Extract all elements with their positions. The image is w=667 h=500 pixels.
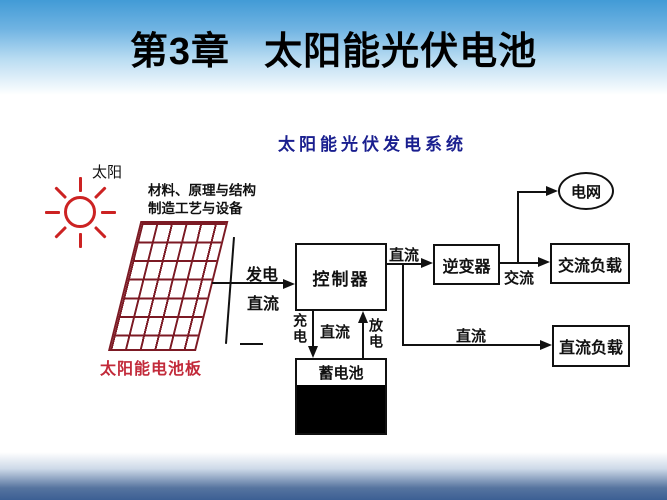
arrow-charge-down [308, 346, 318, 358]
wire-to-grid [517, 191, 549, 193]
label-generate: 发电 [246, 267, 279, 284]
arrow-into-controller [283, 279, 295, 289]
page-title: 第3章太阳能光伏电池 [0, 20, 667, 75]
diagram-title: 太阳能光伏发电系统 [278, 135, 467, 154]
wire-panel-second-terminal [224, 237, 235, 344]
materials-line2: 制造工艺与设备 [148, 201, 243, 216]
arrow-into-dc-load [540, 340, 552, 350]
arrow-into-grid [546, 186, 558, 196]
sun-ray [93, 185, 107, 199]
solar-panel-label: 太阳能电池板 [100, 361, 203, 378]
materials-annotation: 材料、原理与结构 制造工艺与设备 [148, 182, 256, 218]
label-dc-from-panel: 直流 [247, 296, 280, 313]
sun-ray [44, 210, 60, 214]
sun-ray [78, 176, 82, 192]
arrow-into-inverter [421, 258, 433, 268]
power-grid-ellipse: 电网 [558, 172, 614, 210]
wire-dc-to-dc-load [402, 344, 542, 346]
wire-discharge [362, 320, 364, 359]
sun-ray [78, 232, 82, 248]
title-main: 太阳能光伏电池 [264, 31, 538, 73]
wire-ac-branch-up [517, 191, 519, 264]
arrow-into-ac-load [538, 257, 550, 267]
sun-ray [53, 185, 67, 199]
battery-label: 蓄电池 [297, 360, 385, 385]
wire-controller-to-inverter [386, 263, 423, 265]
ac-load-box: 交流负载 [550, 243, 630, 284]
sun-circle [64, 196, 96, 228]
sun-icon [40, 172, 120, 252]
header-gradient-band [0, 0, 667, 95]
battery-fill [297, 385, 385, 433]
wire-inverter-to-ac-load [499, 262, 540, 264]
controller-box: 控制器 [295, 243, 387, 311]
label-discharge: 放电 [368, 318, 384, 350]
wire-charge [312, 310, 314, 348]
battery-box: 蓄电池 [295, 358, 387, 435]
footer-gradient-band [0, 452, 667, 500]
label-charge: 充电 [292, 313, 308, 345]
arrow-discharge-up [358, 311, 368, 323]
materials-line1: 材料、原理与结构 [148, 183, 256, 198]
wire-panel-to-controller [212, 282, 285, 284]
sun-ray [53, 225, 67, 239]
label-dc-to-dc-load: 直流 [456, 328, 487, 345]
sun-ray [93, 225, 107, 239]
dc-load-box: 直流负载 [552, 325, 630, 367]
sun-ray [100, 210, 116, 214]
wire-dc-branch-down [402, 263, 404, 346]
title-chapter: 第3章 [129, 31, 231, 73]
wire-panel-second-terminal-stub [240, 343, 263, 345]
label-ac-out: 交流 [504, 270, 535, 287]
inverter-box: 逆变器 [433, 244, 500, 285]
label-dc-to-inverter: 直流 [389, 247, 420, 264]
label-dc-battery: 直流 [320, 324, 351, 341]
sun-label: 太阳 [92, 164, 123, 181]
solar-panel-grid [108, 221, 229, 351]
